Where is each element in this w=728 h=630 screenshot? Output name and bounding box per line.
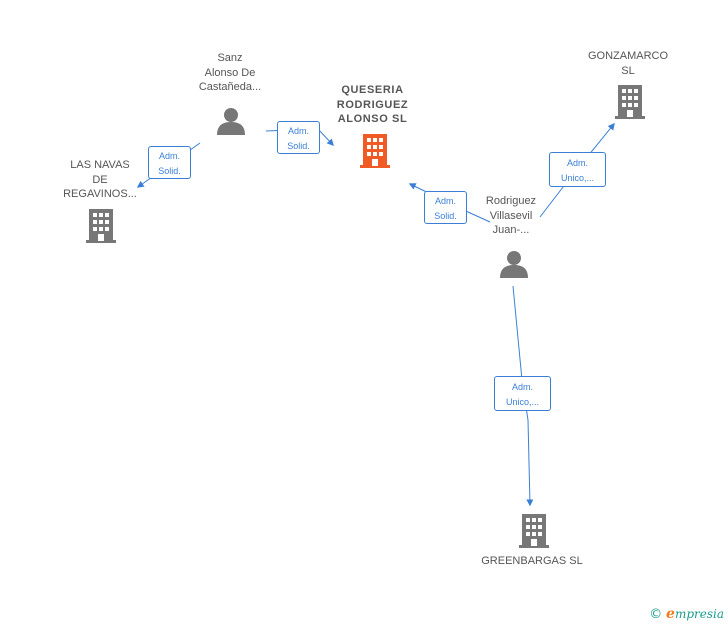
copyright-icon: ©: [649, 607, 663, 622]
node-label-greenbargas[interactable]: GREENBARGAS SL: [481, 555, 583, 567]
building-icon[interactable]: [86, 209, 116, 243]
node-label-queseria[interactable]: QUESERIA RODRIGUEZ ALONSO SL: [336, 84, 409, 125]
building-icon[interactable]: [615, 85, 645, 119]
building-icon-highlighted[interactable]: [360, 134, 390, 168]
edge-label-rodriguez-greenbargas[interactable]: Adm. Unico,...: [494, 376, 551, 411]
brand-name: mpresia: [674, 607, 724, 621]
brand-initial: e: [666, 606, 675, 622]
edge-label-sanz-queseria[interactable]: Adm. Solid.: [277, 121, 320, 154]
building-icon[interactable]: [519, 514, 549, 548]
node-label-gonzamarco[interactable]: GONZAMARCO SL: [587, 50, 669, 77]
node-label-rodriguez[interactable]: Rodriguez Villasevil Juan-...: [485, 195, 537, 236]
edge-label-rodriguez-queseria[interactable]: Adm. Solid.: [424, 191, 467, 224]
brand-footer: © empresia: [649, 606, 724, 622]
node-label-navas[interactable]: LAS NAVAS DE REGAVINOS...: [63, 159, 137, 200]
node-label-sanz[interactable]: Sanz Alonso De Castañeda...: [198, 52, 262, 93]
edge-label-rodriguez-gonzamarco[interactable]: Adm. Unico,...: [549, 152, 606, 187]
person-icon[interactable]: [499, 249, 529, 279]
edge-label-sanz-navas[interactable]: Adm. Solid.: [148, 146, 191, 179]
person-icon[interactable]: [216, 106, 246, 136]
